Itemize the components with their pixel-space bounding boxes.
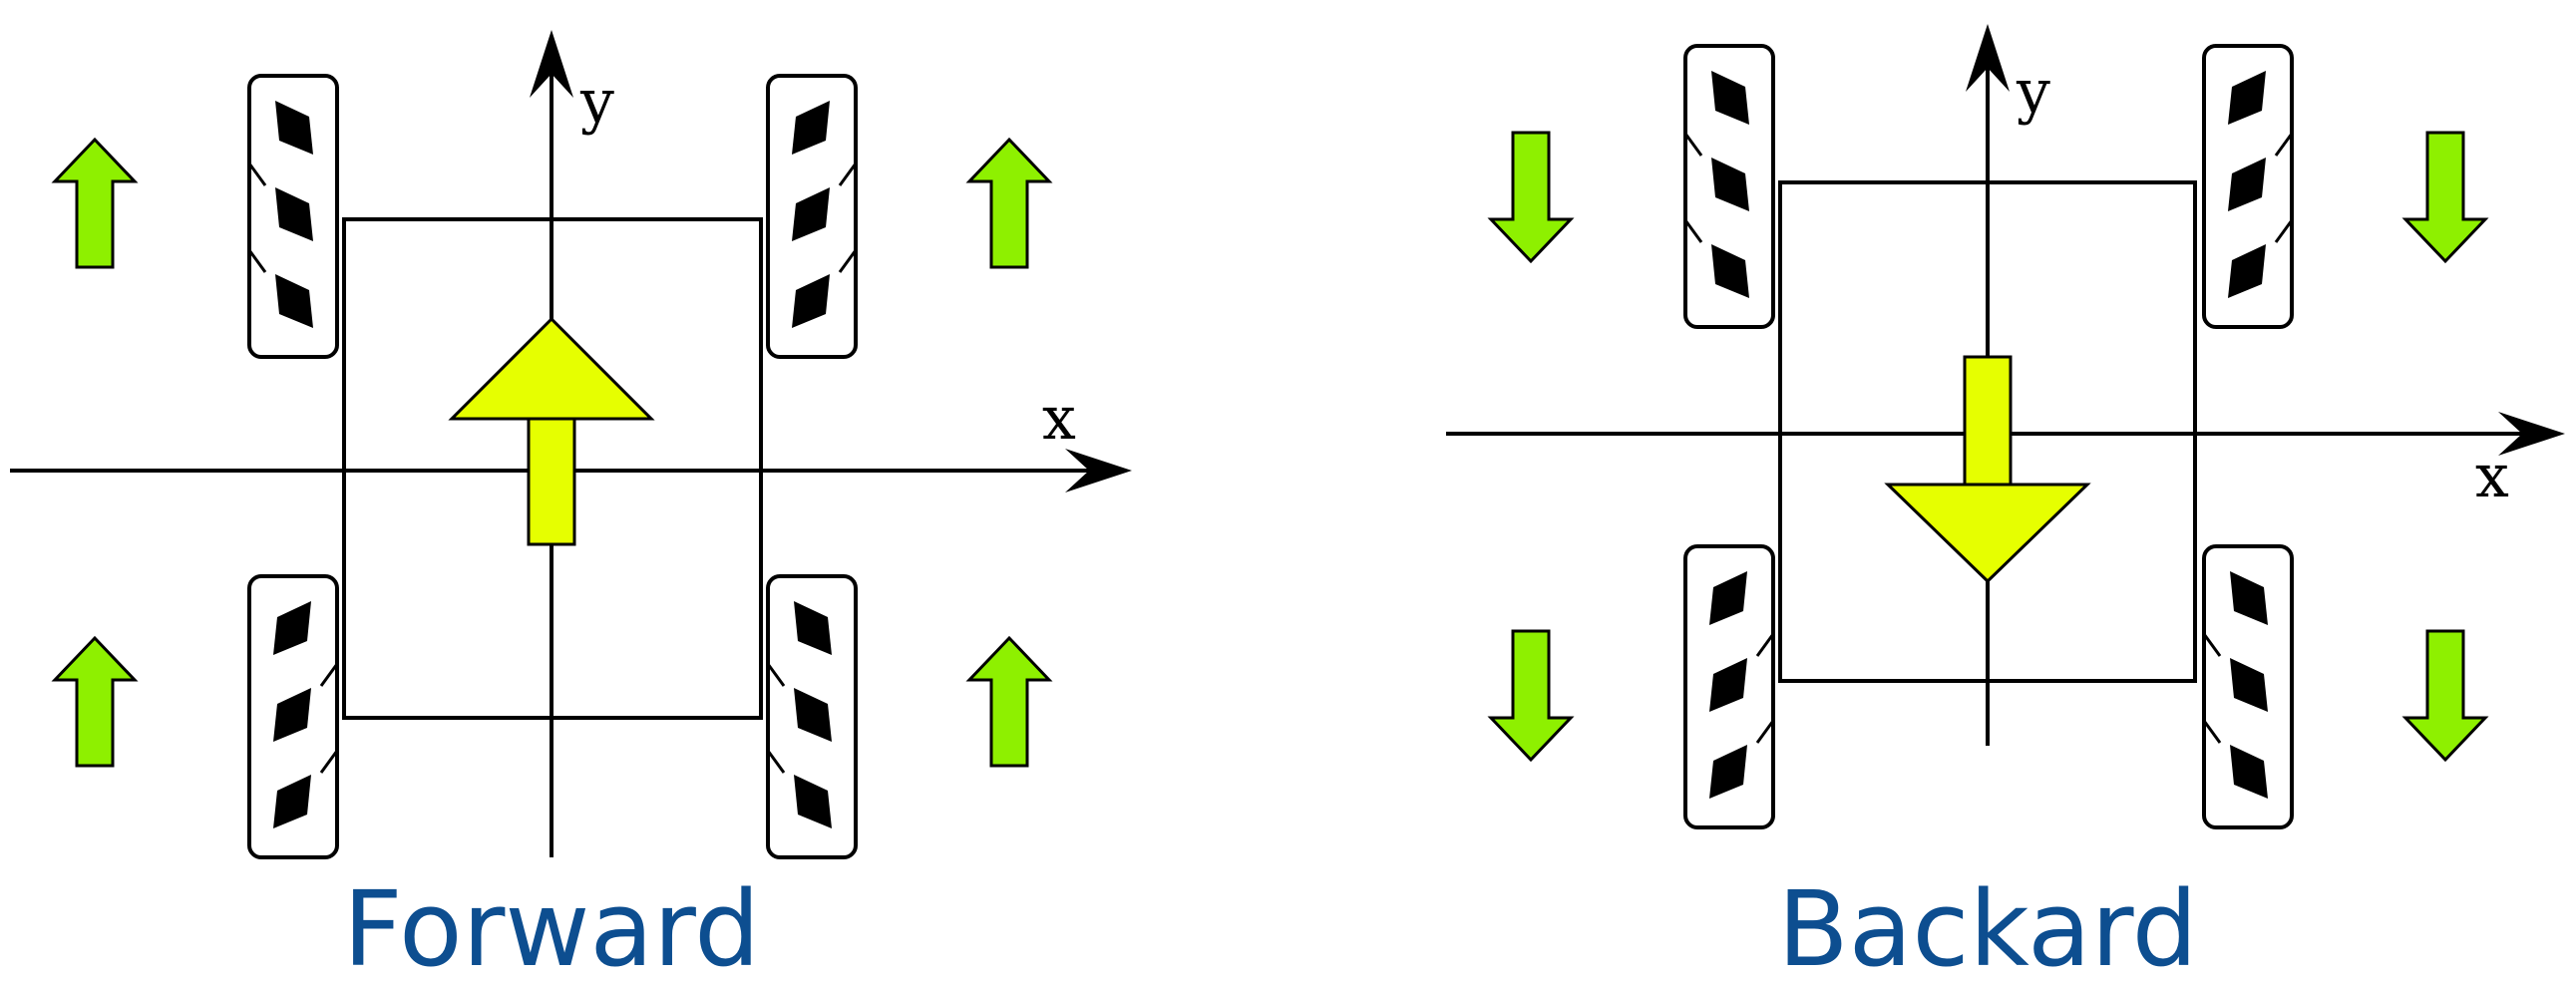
wheel-arrow-front-left (51, 137, 139, 269)
wheel-front-right (766, 74, 858, 359)
panel-backward: x y Backard (1446, 24, 2565, 983)
body-arrow-head (1884, 483, 2091, 584)
wheel-front-right (2202, 44, 2294, 329)
wheel-roller-guide (766, 750, 786, 774)
x-axis-label: x (1042, 384, 1076, 454)
wheel-arrow-front-left (1487, 131, 1575, 264)
body-arrow-shaft (527, 417, 576, 546)
wheel-rear-right (766, 574, 858, 859)
wheel-roller-guide (2274, 219, 2294, 243)
x-axis-label: x (2475, 442, 2509, 511)
y-axis-arrowhead (530, 30, 573, 98)
wheel-arrow-shape (1487, 131, 1575, 264)
body-direction-arrow (1884, 355, 2091, 584)
wheel-rear-left (247, 574, 339, 859)
wheel-arrow-shape (2401, 629, 2489, 763)
wheel-roller-guide (1755, 720, 1775, 744)
wheel-arrow-shape (51, 137, 139, 269)
body-direction-arrow (448, 316, 655, 546)
body-arrow-head (448, 316, 655, 421)
caption-backward: Backard (1777, 868, 2197, 983)
wheel-rear-left (1683, 544, 1775, 829)
wheel-arrow-shape (965, 635, 1053, 768)
wheel-arrow-rear-right (2401, 629, 2489, 763)
wheel-roller-guide (766, 663, 786, 687)
y-axis-label: y (579, 67, 614, 137)
y-axis-label: y (2016, 57, 2050, 127)
x-axis-arrowhead (1065, 449, 1132, 492)
wheel-arrow-front-right (965, 137, 1053, 269)
wheel-arrow-shape (1487, 629, 1575, 763)
panel-forward: x y Forward (10, 30, 1132, 983)
wheel-roller-guide (319, 663, 339, 687)
wheel-roller-guide (1683, 219, 1703, 243)
caption-forward: Forward (343, 868, 760, 983)
x-axis-arrowhead (2498, 412, 2565, 456)
wheel-rear-right (2202, 544, 2294, 829)
wheel-roller-guide (1683, 133, 1703, 157)
wheel-roller-guide (247, 249, 267, 273)
wheel-arrow-rear-left (51, 635, 139, 768)
wheel-arrow-shape (2401, 131, 2489, 264)
wheel-roller-guide (2202, 633, 2222, 657)
wheel-roller-guide (319, 750, 339, 774)
wheel-arrow-rear-right (965, 635, 1053, 768)
y-axis-arrowhead (1966, 24, 2010, 92)
wheel-roller-guide (2202, 720, 2222, 744)
wheel-front-left (1683, 44, 1775, 329)
wheel-roller-guide (838, 249, 858, 273)
wheel-roller-guide (247, 163, 267, 186)
wheel-roller-guide (1755, 633, 1775, 657)
wheel-arrow-shape (51, 635, 139, 768)
wheel-roller-guide (838, 163, 858, 186)
wheel-front-left (247, 74, 339, 359)
wheel-arrow-front-right (2401, 131, 2489, 264)
wheel-roller-guide (2274, 133, 2294, 157)
body-arrow-shaft (1963, 355, 2013, 487)
wheel-arrow-rear-left (1487, 629, 1575, 763)
wheel-arrow-shape (965, 137, 1053, 269)
